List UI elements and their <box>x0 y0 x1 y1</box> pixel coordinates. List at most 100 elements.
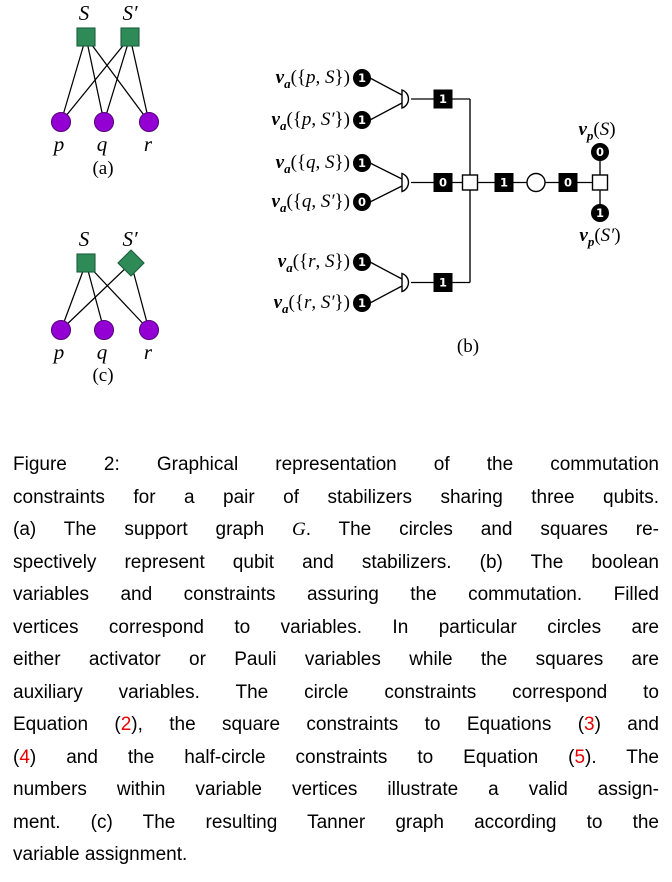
activator-label-pSp: va({p, S′}) <box>271 109 351 133</box>
fig-c-graph <box>50 249 160 341</box>
wire <box>369 285 403 304</box>
edge <box>60 36 87 123</box>
caption-line: (4) and the half-circle constraints to E… <box>13 746 659 768</box>
fig-c-label-S: S <box>78 227 90 251</box>
fig-b-tag: (b) <box>456 336 480 357</box>
auxiliary-var-node <box>433 273 453 292</box>
wire <box>369 185 403 203</box>
activator-var-node <box>353 193 371 211</box>
aux-value: 1 <box>439 276 447 290</box>
stabilizer-node-S <box>76 253 96 273</box>
caption-line: spectively represent qubit and stabilize… <box>13 551 659 573</box>
auxiliary-var-node <box>494 173 514 192</box>
qubit-node-q <box>93 111 115 133</box>
wire <box>369 77 403 96</box>
wire <box>369 261 403 280</box>
qubit-node-r <box>138 319 160 341</box>
math-G: G <box>291 519 306 540</box>
caption-line: constraints for a pair of stabilizers sh… <box>13 486 659 508</box>
qubit-node-p <box>50 111 72 133</box>
fig-a-label-S: S <box>78 1 90 25</box>
stabilizer-node-S <box>76 27 96 47</box>
activator-var-node <box>353 111 371 129</box>
pauli-label-S: vp(S) <box>578 119 616 143</box>
caption-line: numbers within variable vertices illustr… <box>13 779 659 800</box>
aux-value: 1 <box>439 92 447 106</box>
qubit-node-p <box>50 319 72 341</box>
equation-ref-5[interactable]: 5 <box>574 746 586 768</box>
activator-label-pS: va({p, S}) <box>275 67 350 91</box>
activator-label-rSp: va({r, S′}) <box>273 292 350 316</box>
var-value: 1 <box>358 71 366 85</box>
edge <box>60 262 132 331</box>
fig-c-tag: (c) <box>92 365 114 386</box>
pauli-label-S-prime: vp(S′) <box>579 225 621 249</box>
square-constraint <box>591 174 609 191</box>
equation-ref-4[interactable]: 4 <box>19 746 30 768</box>
edge <box>129 36 150 123</box>
caption-line: Equation (2), the square constraints to … <box>13 714 659 735</box>
auxiliary-var-node <box>433 173 453 192</box>
activator-label-rS: va({r, S}) <box>277 251 350 275</box>
activator-label-qS: va({q, S}) <box>275 152 350 176</box>
fig-c-label-q: q <box>96 340 108 364</box>
edge <box>60 36 131 123</box>
aux-value: 1 <box>500 176 508 190</box>
equation-ref-3[interactable]: 3 <box>584 714 595 735</box>
caption-line: vertices correspond to variables. In par… <box>13 616 659 638</box>
fig-c-label-p: p <box>53 340 65 364</box>
activator-var-node <box>353 253 371 271</box>
square-constraint <box>461 174 479 191</box>
qubit-node-r <box>138 111 160 133</box>
pauli-var-node-S-prime <box>591 204 609 222</box>
half-circle-constraint <box>401 172 410 193</box>
qubit-node-q <box>93 319 115 341</box>
equation-ref-2[interactable]: 2 <box>120 714 132 735</box>
fig-a-graph <box>50 27 160 133</box>
half-circle-constraint <box>401 89 410 109</box>
caption-line: Figure 2: Graphical representation of th… <box>13 454 659 475</box>
fig-a-label-S-prime: S′ <box>122 1 138 25</box>
var-value: 1 <box>358 156 366 170</box>
caption-line: ment. (c) The resulting Tanner graph acc… <box>13 811 659 833</box>
caption-line: variable assignment. <box>13 844 188 865</box>
var-value: 0 <box>358 195 366 209</box>
wire <box>369 102 403 121</box>
edge <box>85 262 150 331</box>
edge <box>85 262 105 331</box>
activator-var-node <box>353 69 371 87</box>
figure-caption: Figure 2: Graphical representation of th… <box>13 449 659 872</box>
fig-a-tag: (a) <box>92 158 114 179</box>
activator-var-node <box>353 154 371 172</box>
caption-line: either activator or Pauli variables whil… <box>13 649 659 670</box>
var-value: 1 <box>358 296 366 310</box>
fig-c-label-r: r <box>143 340 153 364</box>
activator-label-qSp: va({q, S′}) <box>271 191 351 215</box>
edge <box>130 262 150 331</box>
figure2-diagram: 1 1 1 0 1 1 1 0 1 1 0 0 1 <box>50 27 609 341</box>
stabilizer-diamond-S-prime <box>117 249 145 277</box>
fig-a-label-p: p <box>53 132 65 156</box>
edge <box>60 262 87 331</box>
pauli-value: 0 <box>596 145 604 159</box>
edge <box>103 36 131 123</box>
pauli-value: 1 <box>596 206 604 220</box>
auxiliary-var-node <box>433 89 453 109</box>
fig-a-label-q: q <box>96 132 108 156</box>
caption-line: variables and constraints assuring the c… <box>13 584 659 605</box>
auxiliary-var-node <box>558 173 578 192</box>
fig-c-label-S-prime: S′ <box>122 227 138 251</box>
var-value: 1 <box>358 113 366 127</box>
stabilizer-node-S-prime <box>120 27 140 47</box>
caption-line: (a) The support graph G. The circles and… <box>13 519 659 540</box>
pauli-var-node-S <box>591 143 609 161</box>
wire <box>369 162 403 180</box>
var-value: 1 <box>358 255 366 269</box>
fig-a-label-r: r <box>143 132 153 156</box>
aux-value: 0 <box>439 176 447 190</box>
circle-constraint <box>526 172 546 193</box>
aux-value: 0 <box>564 176 572 190</box>
caption-line: auxiliary variables. The circle constrai… <box>13 681 659 703</box>
fig-b-circuit: 1 1 1 0 1 1 1 0 1 1 0 0 1 <box>353 69 609 312</box>
